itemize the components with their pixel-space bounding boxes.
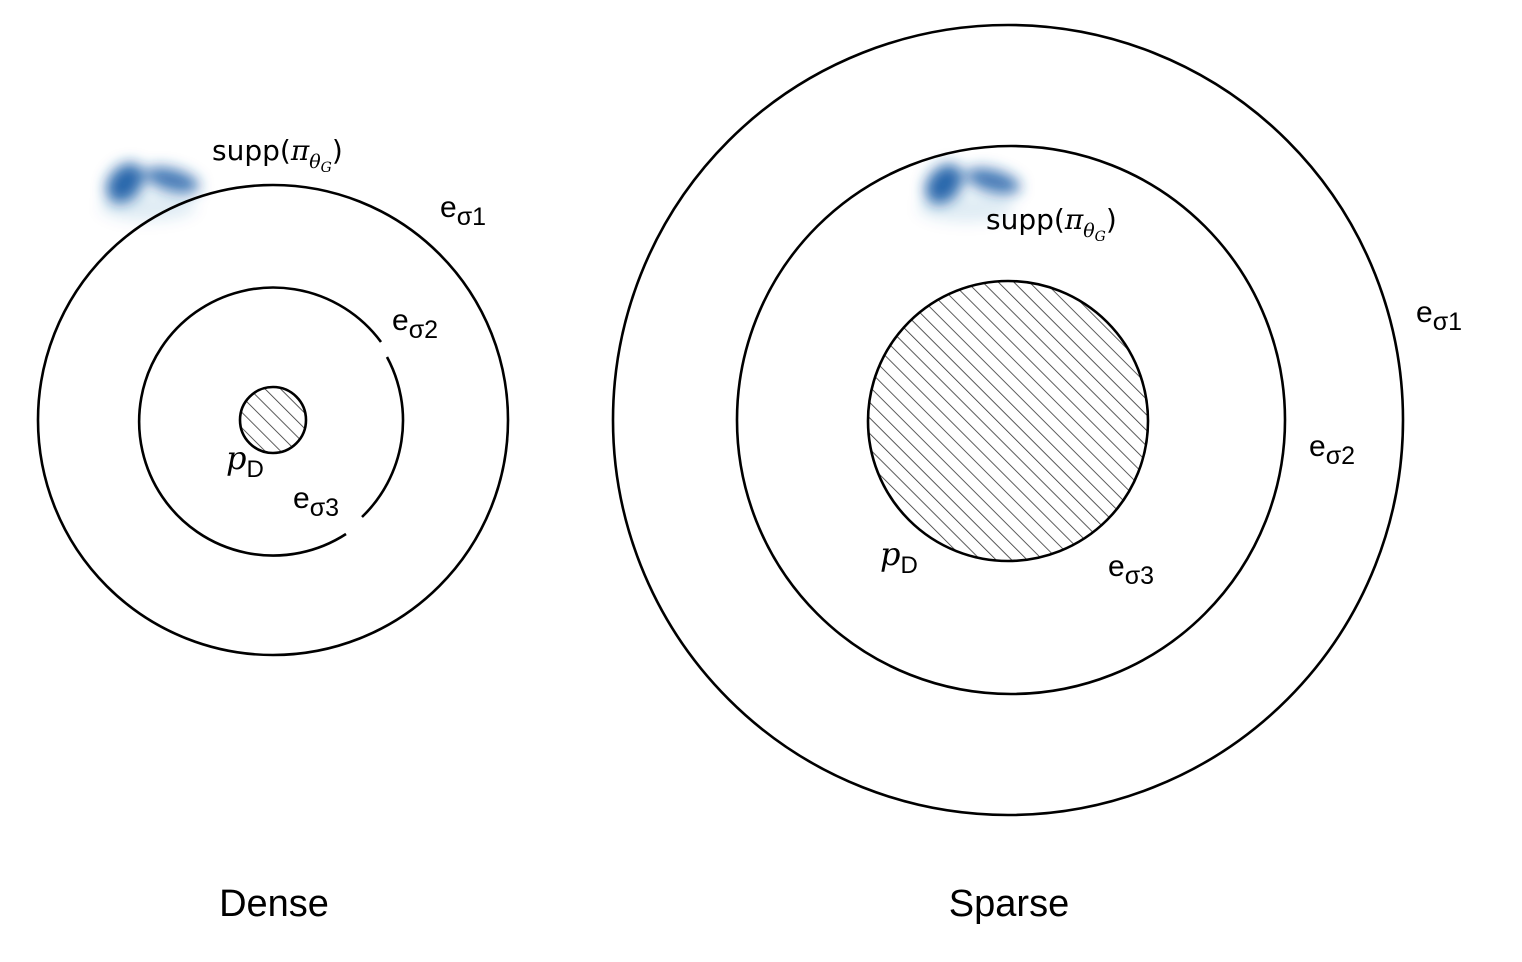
sparse-data-distribution [866, 279, 1150, 563]
sparse-support-label: supp(πθG) [986, 203, 1117, 245]
dense-ring-sigma2-segment [361, 356, 405, 518]
dense-ring-sigma2 [137, 286, 383, 557]
sparse-ring-sigma1-label: eσ1 [1416, 296, 1462, 336]
sparse-data-distribution-label: pD [880, 535, 918, 579]
dense-ring-sigma1-label: eσ1 [440, 191, 486, 231]
sparse-ring-sigma1 [611, 23, 1405, 817]
dense-panel: supp(πθG) eσ1 eσ2 eσ3 pD Dense [36, 134, 510, 925]
sparse-ring-sigma3-label: eσ3 [1108, 550, 1154, 590]
dense-data-distribution-label: pD [226, 439, 264, 483]
dense-panel-title: Dense [219, 883, 329, 925]
dense-data-distribution [238, 385, 308, 455]
dense-support-label: supp(πθG) [212, 134, 343, 176]
sparse-ring-sigma2-label: eσ2 [1309, 430, 1355, 470]
sparse-panel-title: Sparse [949, 883, 1069, 925]
sparse-support-blob [918, 164, 1021, 222]
dense-ring-sigma3-label: eσ3 [293, 482, 339, 522]
sparse-panel: supp(πθG) eσ1 eσ2 eσ3 pD Sparse [611, 23, 1462, 925]
sparse-ring-sigma2 [735, 144, 1287, 696]
dense-ring-sigma1 [36, 183, 510, 657]
dense-support-blob [100, 163, 200, 221]
dense-ring-sigma2-label: eσ2 [392, 304, 438, 344]
